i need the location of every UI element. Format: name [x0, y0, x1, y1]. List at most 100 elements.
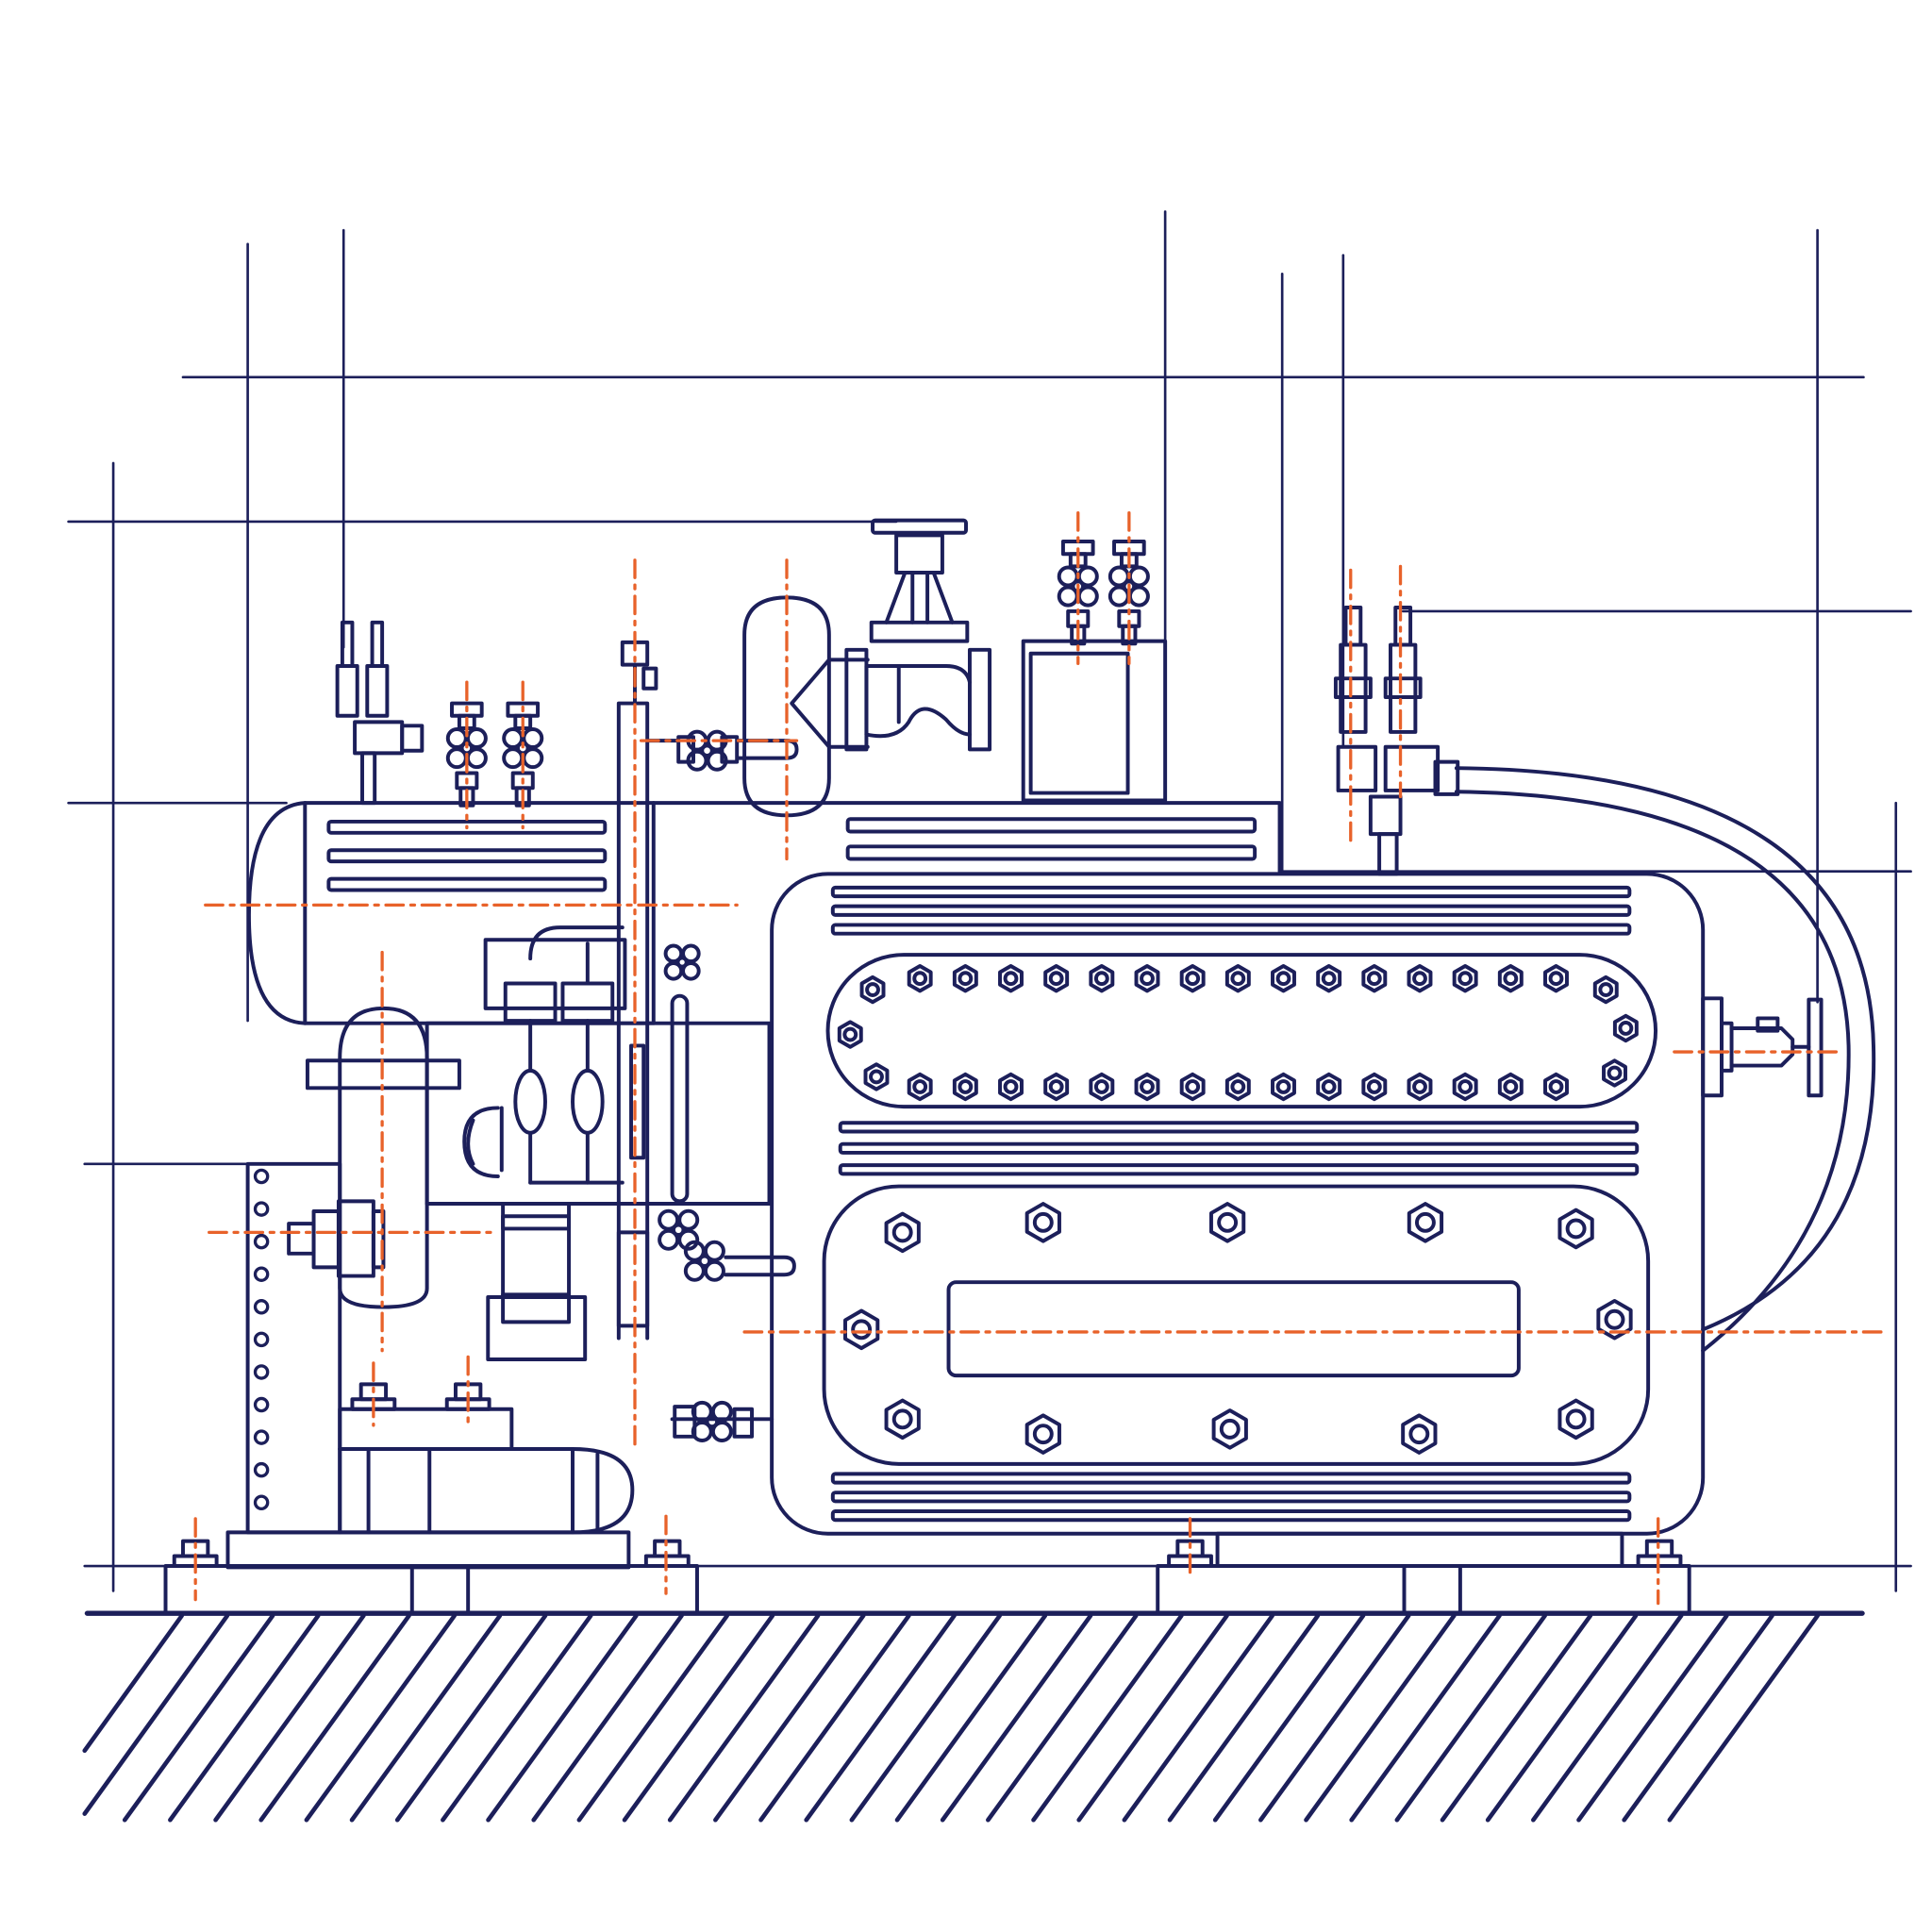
- ground-hatching: [82, 1610, 1865, 1823]
- reference-grid-lines: [67, 210, 1912, 1592]
- bolt-hole-icon: [253, 1233, 270, 1250]
- hatch-line: [394, 1613, 548, 1823]
- hex-bolt-icon: [952, 964, 978, 993]
- hex-bolt-icon: [1543, 1072, 1569, 1102]
- bolt-hole-icon: [253, 1331, 270, 1348]
- hatch-line: [82, 1613, 184, 1754]
- hex-bolt-icon: [998, 964, 1024, 993]
- hatch-line: [1258, 1613, 1411, 1823]
- hatch-line: [1667, 1613, 1820, 1823]
- hex-bolt-icon: [1452, 1072, 1478, 1102]
- hatch-line: [304, 1613, 457, 1823]
- valve-body-icon: [673, 1405, 697, 1439]
- hex-bolt-icon: [1557, 1398, 1594, 1441]
- control-box: [1021, 639, 1168, 803]
- main-stop-valve: [844, 518, 992, 752]
- top-right-sensors: [1333, 605, 1441, 876]
- hatch-line: [667, 1613, 821, 1823]
- valve-body-icon: [676, 735, 695, 764]
- hex-bolt-icon: [1361, 1072, 1388, 1102]
- hex-bolt-icon: [1043, 964, 1070, 993]
- hex-bolt-icon: [998, 1072, 1024, 1102]
- hatch-line: [1031, 1613, 1184, 1823]
- top-left-pressure-switches: [335, 620, 425, 806]
- hatch-line: [168, 1613, 321, 1823]
- bolt-hole-icon: [253, 1299, 270, 1315]
- hex-bolt-icon: [1407, 964, 1433, 993]
- handwheel-icon: [683, 1240, 725, 1282]
- hatch-line: [804, 1613, 957, 1823]
- hex-bolt-icon: [884, 1398, 921, 1441]
- valve-body-icon: [720, 735, 740, 764]
- bolt-hole-icon: [253, 1266, 270, 1282]
- hex-bolt-icon: [1452, 964, 1478, 993]
- hex-bolt-icon: [952, 1072, 978, 1102]
- hatch-line: [441, 1613, 593, 1823]
- left-flange-coupling: [287, 1199, 386, 1278]
- hex-bolt-icon: [1361, 964, 1388, 993]
- pump-block: [483, 925, 627, 1361]
- hatch-line: [1531, 1613, 1684, 1823]
- hatch-line: [1576, 1613, 1729, 1823]
- hex-bolt-icon: [863, 1062, 890, 1091]
- small-pipe-stubs: [645, 739, 799, 1422]
- hex-bolt-icon: [1224, 1072, 1251, 1102]
- hex-bolt-icon: [1024, 1202, 1061, 1243]
- hex-bolt-icon: [1543, 964, 1569, 993]
- hex-bolt-icon: [1497, 1072, 1524, 1102]
- hatch-line: [1394, 1613, 1547, 1823]
- bolt-hole-icon: [253, 1168, 270, 1185]
- hex-bolts: [253, 964, 1639, 1510]
- hatch-line: [622, 1613, 775, 1823]
- hatch-line: [1076, 1613, 1229, 1823]
- boiler-assembly: [163, 518, 1876, 1616]
- hex-bolt-icon: [1592, 974, 1619, 1005]
- hatch-line: [849, 1613, 1002, 1823]
- hatch-line: [1212, 1613, 1366, 1823]
- level-gauge: [616, 993, 690, 1328]
- bolt-hole-icon: [253, 1396, 270, 1413]
- hatch-line: [1349, 1613, 1502, 1823]
- hex-bolt-icon: [907, 1072, 933, 1102]
- hatch-line: [258, 1613, 411, 1823]
- hex-bolt-icon: [1043, 1072, 1070, 1102]
- hatch-line: [940, 1613, 1093, 1823]
- side-gate-valve: [1701, 996, 1824, 1098]
- hex-bolt-icon: [1179, 1072, 1206, 1102]
- hex-bolt-icon: [884, 1211, 921, 1254]
- hatch-line: [576, 1613, 729, 1823]
- hatch-line: [213, 1613, 366, 1823]
- hex-bolt-icon: [1596, 1298, 1633, 1341]
- left-drum: [246, 801, 1282, 1025]
- hex-bolt-icon: [1134, 1072, 1160, 1102]
- hatch-line: [713, 1613, 866, 1823]
- hex-bolt-icon: [1271, 964, 1296, 993]
- hatch-line: [894, 1613, 1048, 1823]
- handwheel-icon: [658, 1208, 700, 1251]
- hex-bolt-icon: [843, 1308, 880, 1351]
- hatch-line: [1167, 1613, 1321, 1823]
- support-column: [163, 1161, 699, 1616]
- hex-bolt-icon: [907, 964, 933, 993]
- bolt-hole-icon: [253, 1201, 270, 1217]
- centerlines: [193, 511, 1888, 1606]
- hatch-line: [1304, 1613, 1457, 1823]
- hex-bolt-icon: [1557, 1208, 1594, 1250]
- bolt-hole-icon: [253, 1494, 270, 1510]
- hex-bolt-icon: [1407, 1072, 1433, 1102]
- hatch-line: [986, 1613, 1139, 1823]
- hex-bolt-icon: [1316, 964, 1342, 993]
- hex-bolt-icon: [1612, 1013, 1639, 1043]
- valve-body-icon: [732, 1407, 755, 1439]
- hex-bolt-icon: [1089, 1072, 1115, 1102]
- hex-bolt-icon: [1089, 964, 1115, 993]
- hatch-line: [758, 1613, 911, 1823]
- handwheel-icon: [663, 943, 701, 981]
- bolt-hole-icon: [253, 1364, 270, 1380]
- hex-bolt-icon: [1316, 1072, 1342, 1102]
- curved-steam-pipe: [1433, 759, 1876, 1353]
- hatch-line: [1622, 1613, 1774, 1823]
- hex-bolt-icon: [837, 1020, 863, 1049]
- hatch-line: [486, 1613, 639, 1823]
- hex-bolt-icon: [1401, 1413, 1438, 1455]
